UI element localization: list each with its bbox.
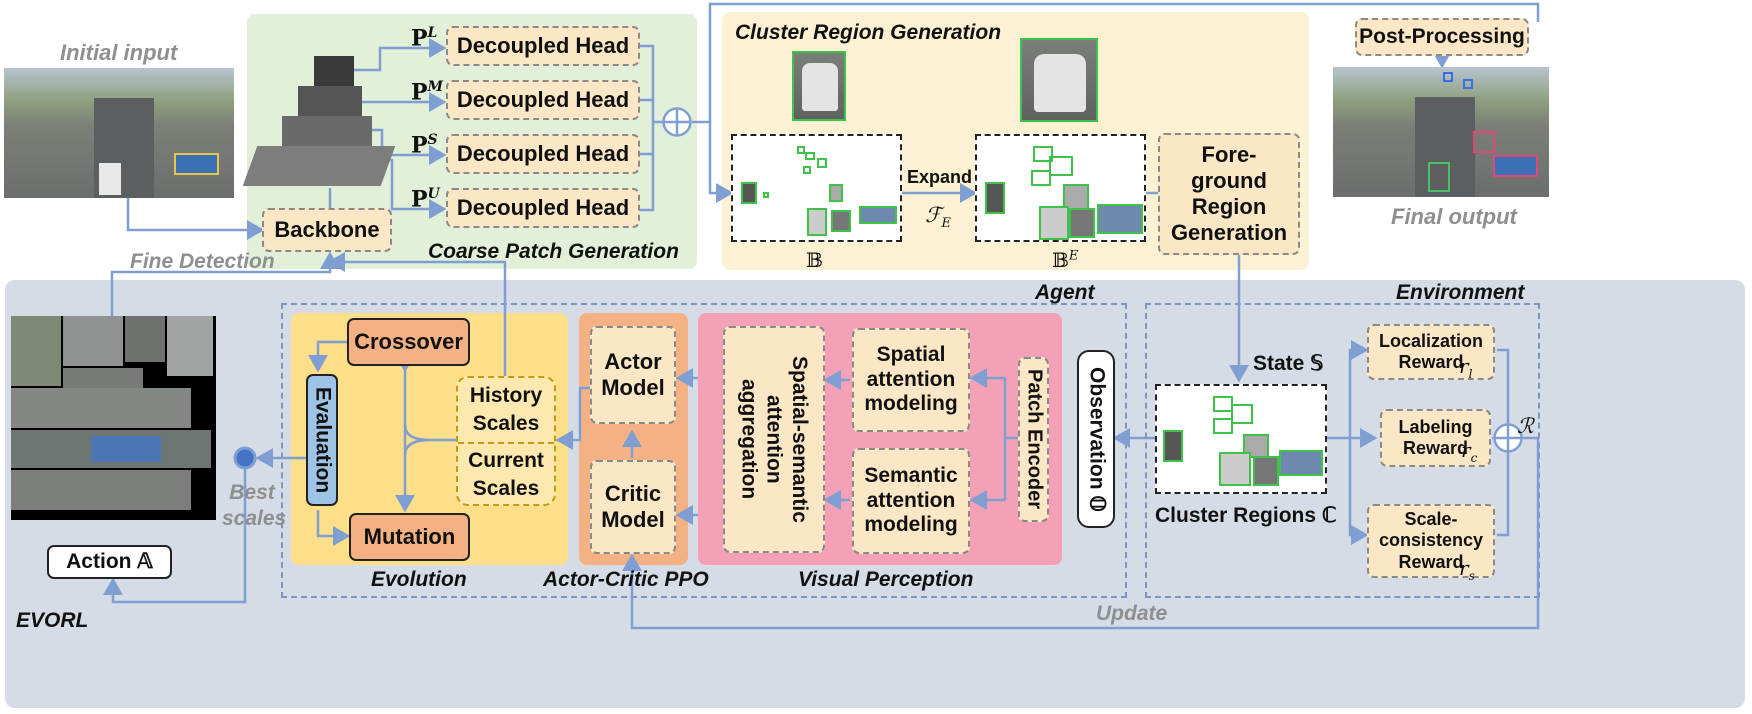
initial-input-image — [4, 68, 234, 198]
rl-symbol: rl — [1459, 354, 1473, 381]
reward-sum-symbol: ℛ — [1517, 414, 1534, 438]
zoom-patch-1 — [792, 51, 846, 121]
aggregation-box: Spatial-semantic attention aggregation — [723, 326, 825, 553]
cluster-map-B — [731, 134, 902, 242]
B-symbol: 𝔹 — [806, 248, 823, 272]
agent-frame — [281, 303, 1127, 598]
rc-symbol: rc — [1461, 438, 1478, 465]
labeling-reward-box: Labeling Reward — [1380, 409, 1491, 467]
semantic-attention-box: Semantic attention modeling — [852, 448, 970, 554]
history-scales-label: History Scales — [469, 384, 543, 436]
spatial-attention-box: Spatial attention modeling — [852, 328, 970, 432]
observation-box: Observation 𝕆 — [1077, 350, 1115, 528]
patch-encoder-box: Patch Encoder — [1018, 357, 1049, 522]
final-output-label: Final output — [1391, 204, 1517, 229]
patch-mosaic-image — [11, 316, 216, 520]
expand-label: Expand — [907, 167, 973, 187]
scale-consistency-reward-box: Scale-consistency Reward — [1367, 504, 1495, 578]
action-box: Action 𝔸 — [47, 545, 172, 579]
ppo-title: Actor-Critic PPO — [543, 568, 709, 591]
evorl-label: EVORL — [16, 609, 89, 632]
best-scales-label: Best scales — [222, 481, 287, 531]
backbone-box: Backbone — [262, 208, 392, 252]
cluster-map-BE — [975, 134, 1146, 242]
zoom-patch-2 — [1020, 38, 1098, 122]
mutation-box: Mutation — [349, 513, 470, 561]
agent-label: Agent — [1035, 281, 1095, 304]
coarse-patch-title: Coarse Patch Generation — [428, 240, 679, 263]
cluster-regions-map — [1155, 384, 1327, 494]
state-label: State 𝕊 — [1253, 352, 1324, 375]
cluster-region-title: Cluster Region Generation — [735, 21, 1002, 44]
rs-symbol: rs — [1459, 556, 1475, 583]
update-label: Update — [1096, 602, 1168, 625]
critic-model-box: Critic Model — [590, 460, 676, 554]
localization-reward-box: Localization Reward — [1367, 324, 1495, 380]
cluster-regions-label: Cluster Regions ℂ — [1155, 504, 1337, 527]
foreground-region-box: Fore-ground Region Generation — [1158, 133, 1300, 255]
final-output-image — [1333, 67, 1549, 197]
scales-box — [456, 376, 556, 506]
post-processing-box: Post-Processing — [1355, 18, 1529, 56]
initial-input-label: Initial input — [60, 40, 178, 65]
actor-model-box: Actor Model — [590, 326, 676, 424]
current-scales-label: Current Scales — [468, 449, 544, 501]
fine-detection-label: Fine Detection — [130, 250, 275, 273]
evolution-title: Evolution — [371, 568, 467, 591]
evaluation-box: Evaluation — [306, 374, 338, 506]
FE-symbol: ℱE — [925, 203, 952, 232]
environment-label: Environment — [1396, 281, 1525, 304]
BE-symbol: 𝔹E — [1052, 248, 1079, 272]
crossover-box: Crossover — [347, 318, 470, 366]
perception-title: Visual Perception — [798, 568, 974, 591]
